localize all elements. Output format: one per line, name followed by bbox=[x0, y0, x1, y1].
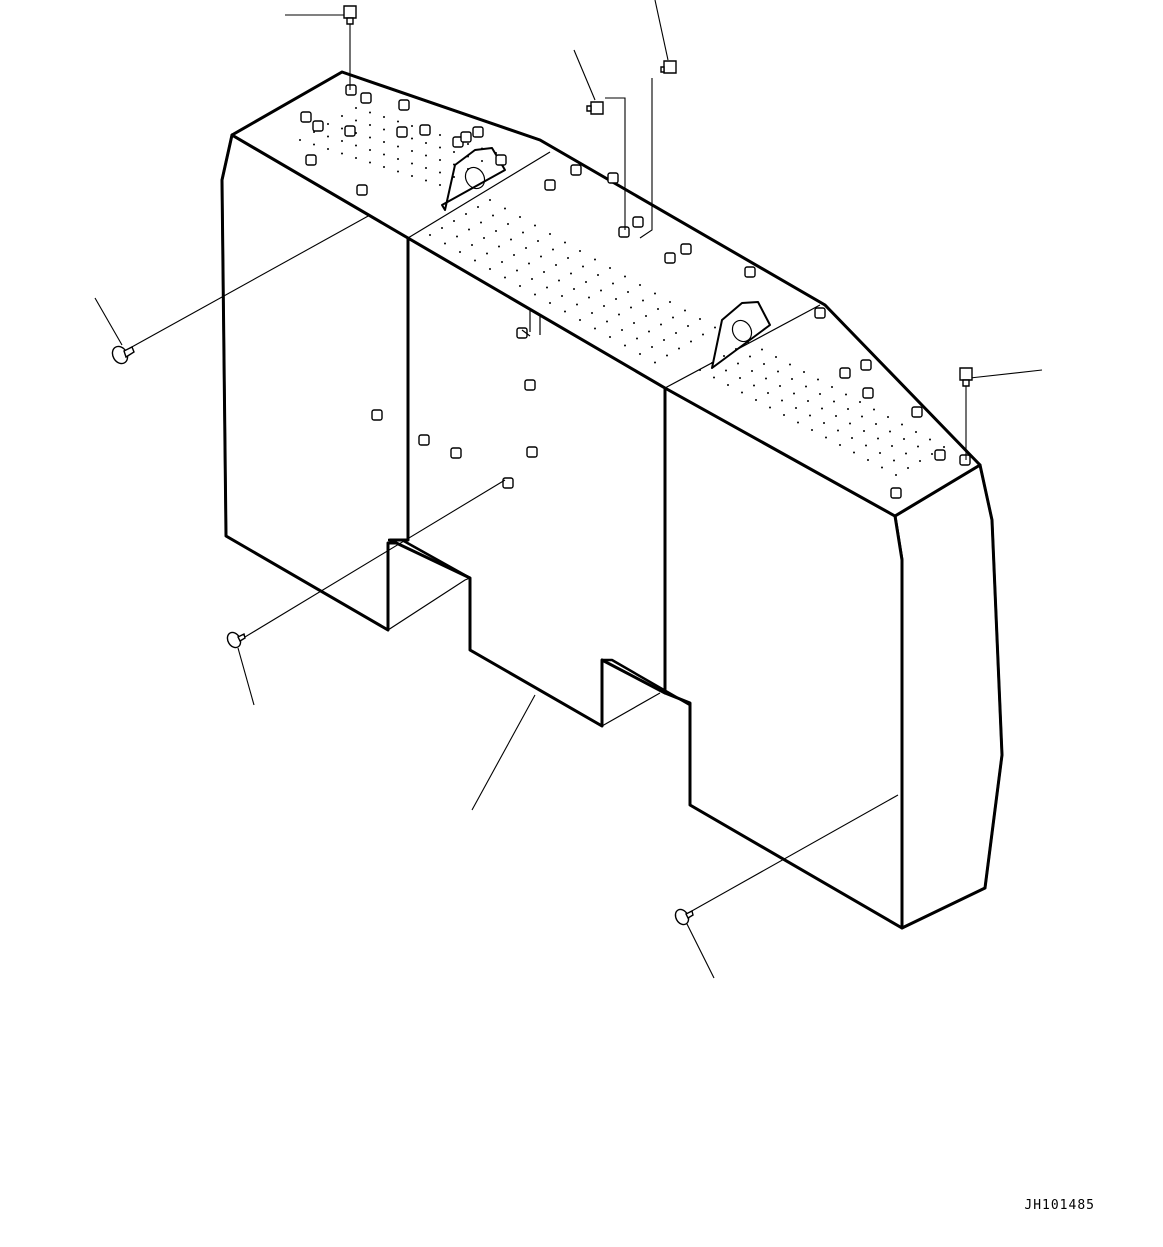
lifting-eye-left bbox=[441, 147, 506, 211]
bolts bbox=[111, 5, 973, 926]
bolt-icon bbox=[660, 60, 677, 74]
bolt-icon bbox=[586, 101, 604, 115]
bolt-icon bbox=[111, 345, 135, 365]
lifting-eye-right bbox=[711, 301, 771, 369]
leader-lines bbox=[94, 0, 1043, 979]
bolt-icon bbox=[674, 908, 694, 926]
bolt-icon bbox=[226, 631, 246, 649]
center-tab bbox=[521, 310, 541, 337]
outline-edges bbox=[220, 70, 1004, 930]
bolt-icon bbox=[343, 5, 357, 25]
fastener-nuts bbox=[300, 84, 971, 499]
drawing-reference-code: JH101485 bbox=[1024, 1198, 1095, 1213]
surface-dot-pattern bbox=[299, 107, 945, 476]
bolt-icon bbox=[959, 367, 973, 387]
